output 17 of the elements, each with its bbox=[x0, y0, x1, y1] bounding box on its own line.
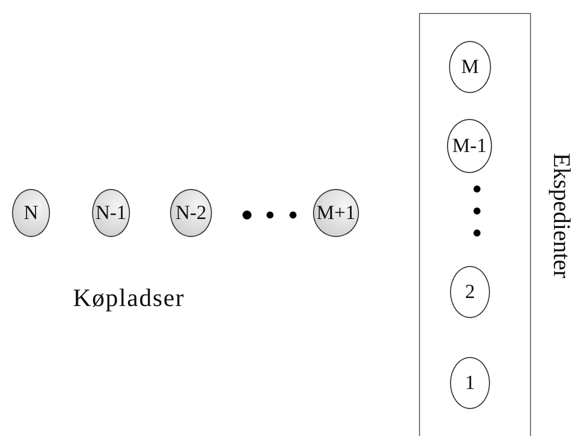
circle-label: N bbox=[24, 203, 38, 223]
queue-circle bbox=[313, 189, 359, 237]
queue-circle bbox=[12, 189, 50, 237]
circle-label: M-1 bbox=[452, 136, 487, 156]
circle-label: M bbox=[461, 57, 479, 77]
queue-caption: Køpladser bbox=[73, 285, 185, 313]
circle-label: M+1 bbox=[316, 203, 356, 223]
queue-circle bbox=[92, 189, 130, 237]
circle-label: 2 bbox=[465, 282, 475, 302]
server-circle bbox=[450, 357, 490, 409]
circle-label: N-2 bbox=[175, 203, 207, 223]
server-circle bbox=[450, 266, 490, 318]
panel-heading: Ekspedienter bbox=[549, 153, 573, 278]
circle-label: 1 bbox=[465, 373, 475, 393]
circle-label: N-1 bbox=[95, 203, 127, 223]
queue-circle bbox=[170, 189, 212, 237]
server-circle bbox=[449, 41, 491, 93]
